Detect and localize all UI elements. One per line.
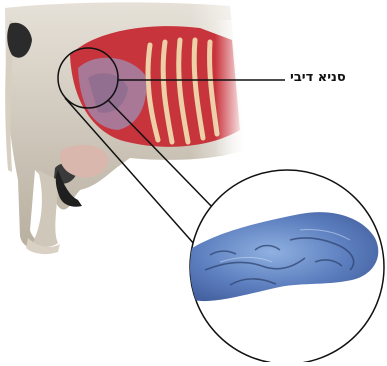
magnified-view: [185, 170, 384, 362]
cow-hind-leg: [32, 170, 58, 247]
organ-label: סניא דיבי: [290, 70, 346, 85]
